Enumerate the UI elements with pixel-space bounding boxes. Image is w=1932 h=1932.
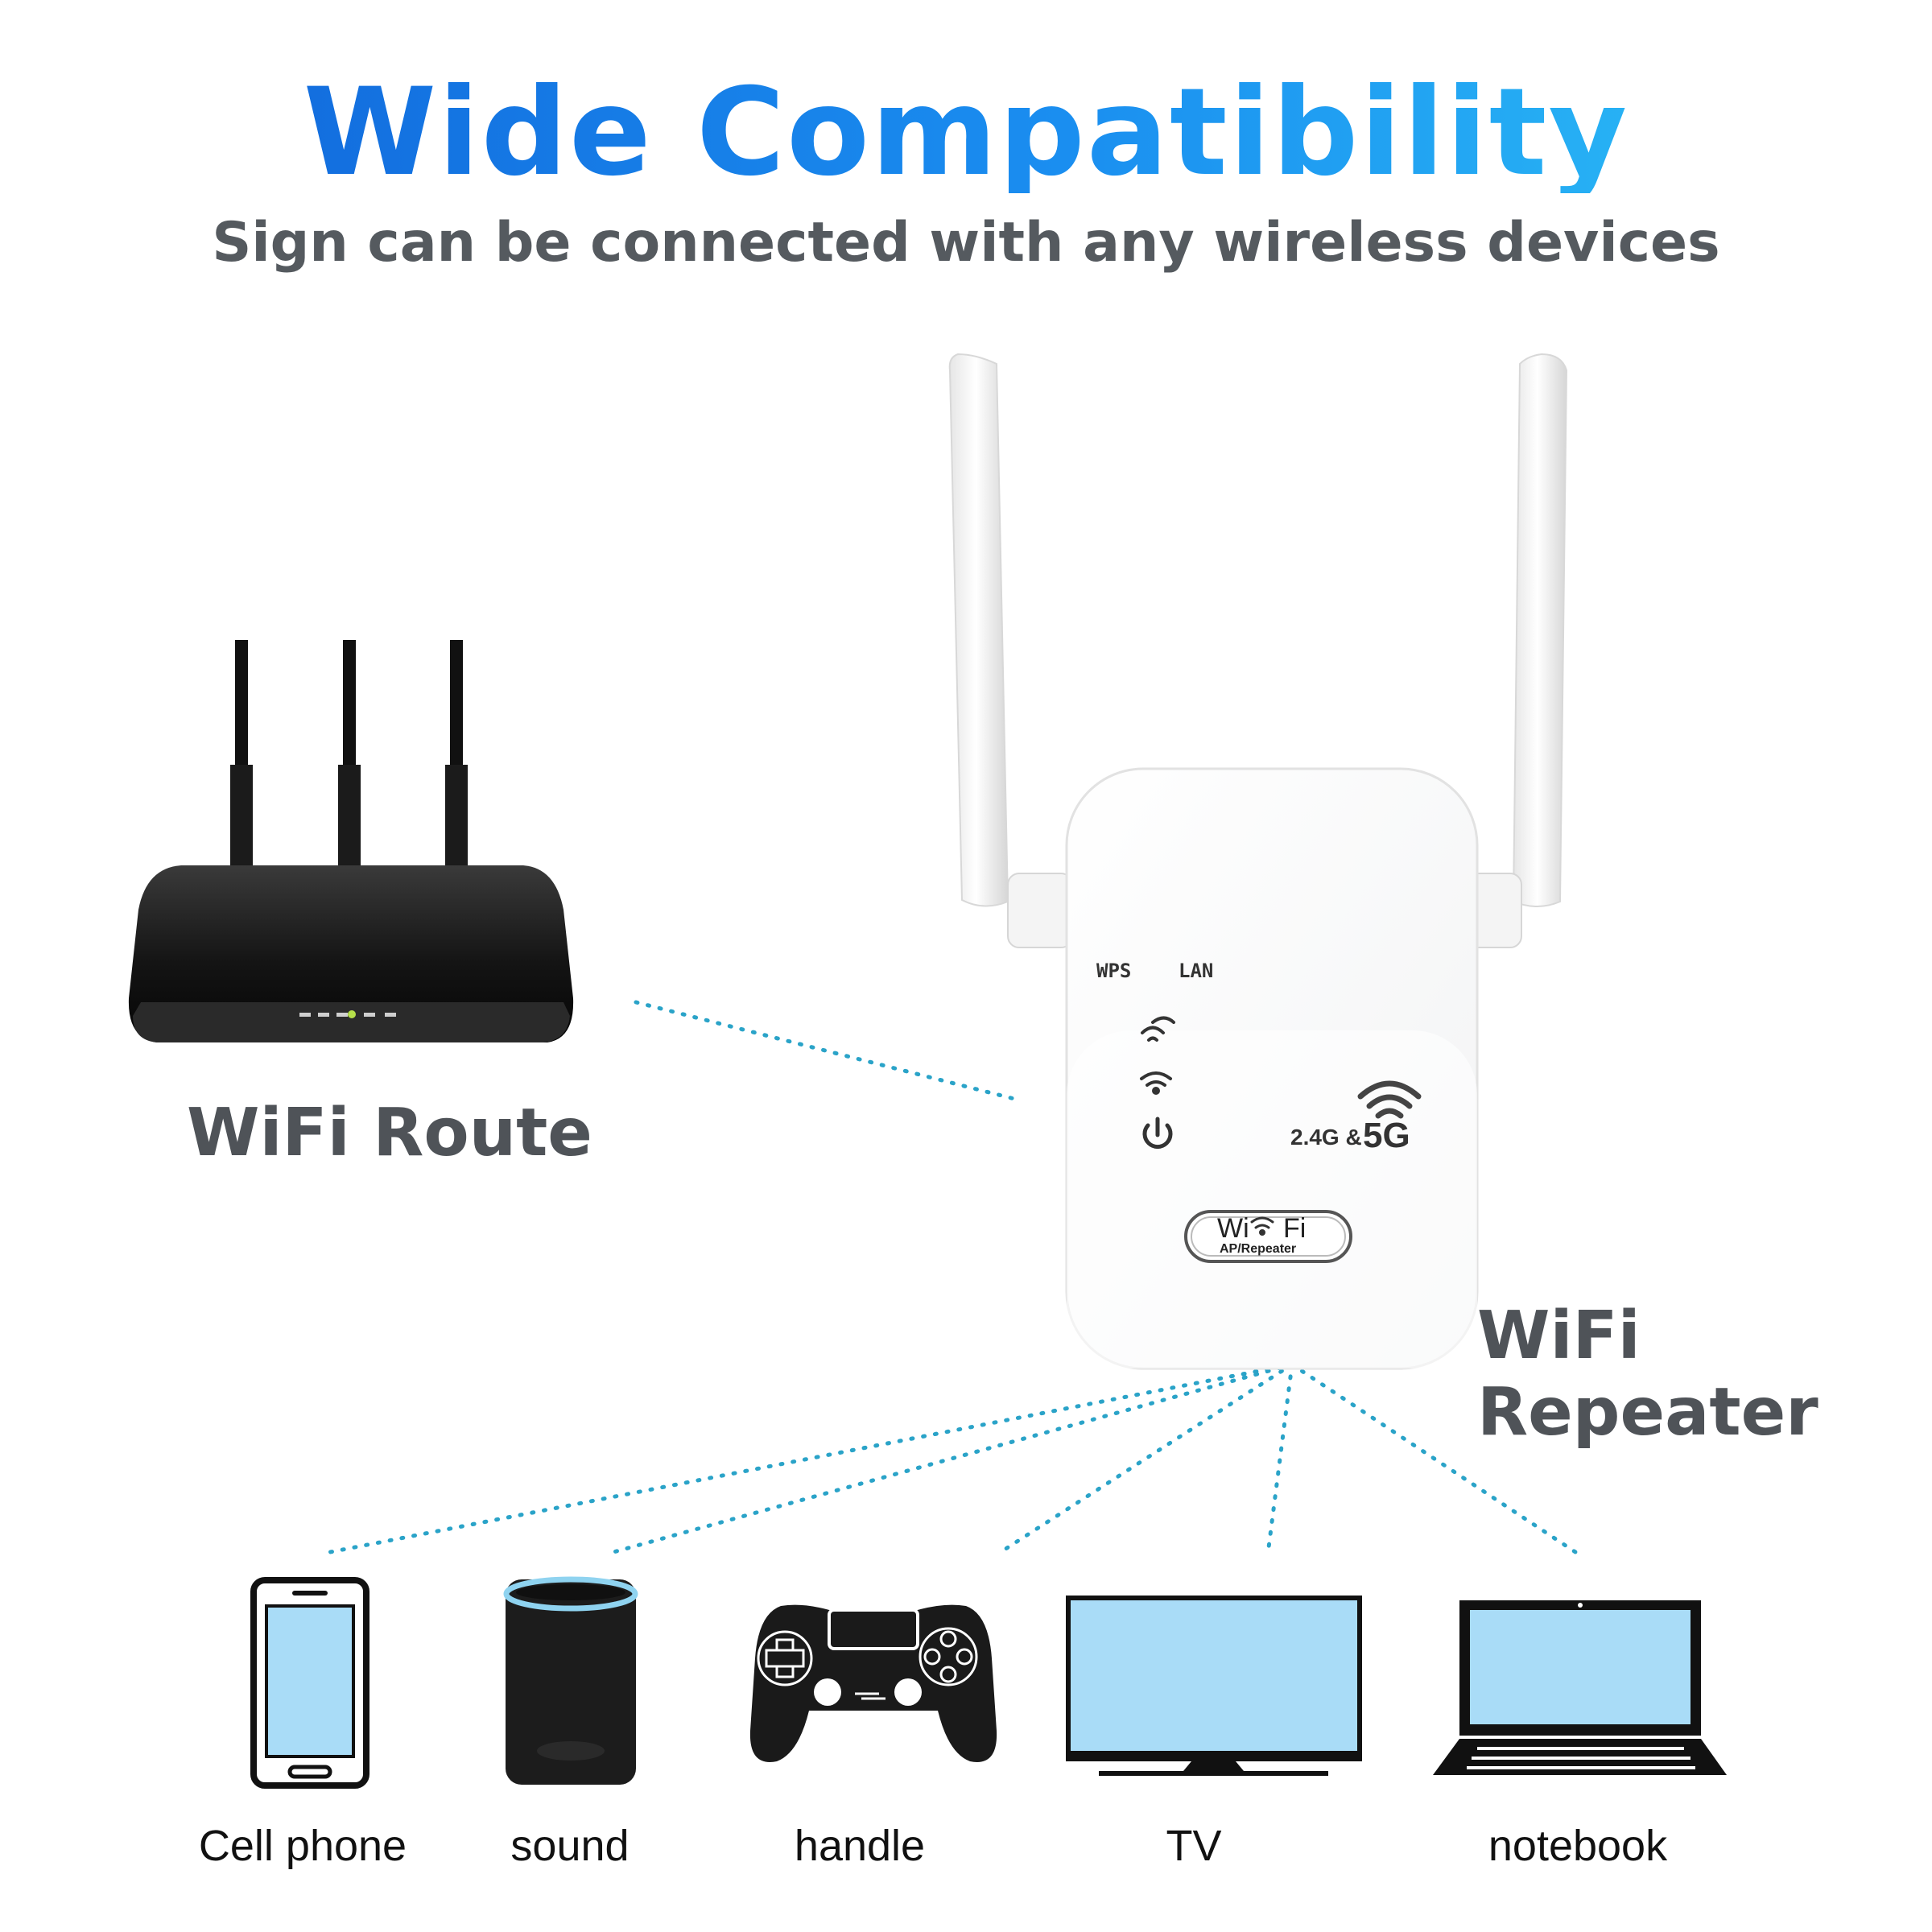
- link-handle: [996, 1362, 1294, 1556]
- wifi-badge: [1184, 1210, 1352, 1263]
- repeater-antenna-left: [948, 353, 1073, 948]
- cell-phone-icon: [250, 1577, 369, 1789]
- action-buttons: [919, 1627, 978, 1686]
- band-main: 5G: [1363, 1116, 1410, 1155]
- router-link: [634, 1000, 1017, 1101]
- device-label-cell-phone: Cell phone: [198, 1822, 407, 1870]
- stick-left: [814, 1678, 841, 1706]
- device-label-sound: sound: [510, 1822, 630, 1870]
- connection-lines: [320, 1000, 1580, 1556]
- badge-sub: AP/Repeater: [1220, 1242, 1296, 1256]
- band-wifi-icon: [1357, 1080, 1422, 1119]
- wps-label: WPS: [1096, 960, 1131, 982]
- device-label-tv: TV: [1166, 1822, 1222, 1870]
- link-notebook: [1290, 1362, 1580, 1556]
- repeater-label: WiFi Repeater: [1477, 1298, 1818, 1451]
- router-icon: [128, 640, 574, 1042]
- wifi-small-icon: [1141, 1016, 1175, 1042]
- laptop-icon: [1433, 1600, 1727, 1775]
- wifi-indicator-icon: [1140, 1071, 1172, 1095]
- page-subtitle: Sign can be connected with any wireless …: [212, 211, 1720, 275]
- link-cell-phone: [320, 1362, 1294, 1556]
- repeater-icon: [948, 353, 1568, 1370]
- band-prefix: 2.4G &: [1290, 1125, 1362, 1150]
- device-label-handle: handle: [794, 1822, 926, 1870]
- link-tv: [1265, 1362, 1294, 1556]
- badge-brand-left: Wi: [1217, 1213, 1249, 1244]
- router-label: WiFi Route: [187, 1095, 592, 1171]
- power-icon: [1142, 1117, 1173, 1150]
- router-status-leds: [299, 1010, 396, 1018]
- lan-label: LAN: [1179, 960, 1213, 982]
- link-sound: [605, 1362, 1294, 1556]
- badge-brand-right: Fi: [1283, 1213, 1306, 1244]
- smart-speaker-icon: [503, 1576, 638, 1785]
- stick-right: [894, 1678, 922, 1706]
- badge-wifi-icon: [1250, 1216, 1274, 1236]
- dpad: [757, 1630, 813, 1686]
- gamepad-icon: [749, 1604, 997, 1762]
- tv-icon: [1066, 1596, 1362, 1776]
- device-label-notebook: notebook: [1488, 1822, 1668, 1870]
- page-title: Wide Compatibility: [0, 72, 1932, 193]
